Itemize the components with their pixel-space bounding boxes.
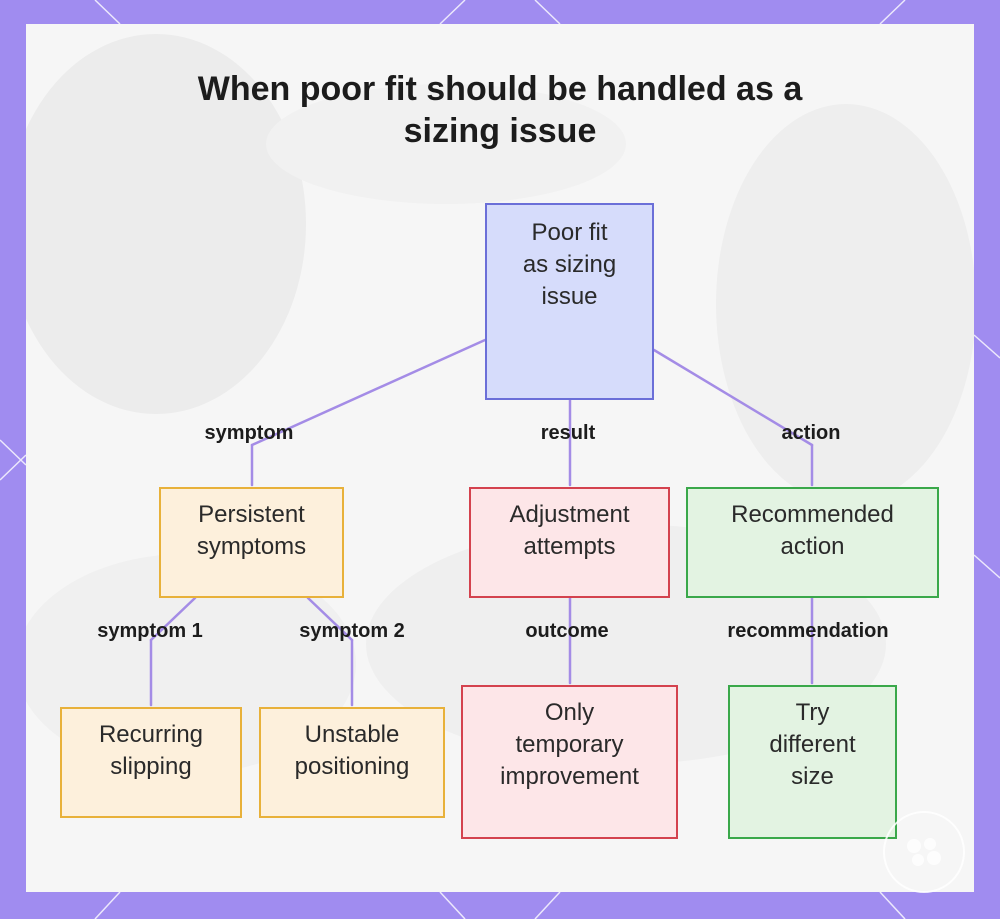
node-text-line: issue [541, 283, 598, 310]
edge-label-recommendation: recommendation [727, 620, 889, 642]
edge-label-action: action [781, 422, 841, 444]
edge-label-symptom: symptom [204, 422, 294, 444]
node-text-line: Recurring [98, 721, 204, 748]
node-text-line: temporary [515, 731, 624, 758]
node-text-line: Unstable [304, 721, 400, 748]
edge-label-outcome: outcome [525, 620, 609, 642]
node-text-line: Recommended [731, 501, 894, 528]
node-text-line: Poor fit [531, 219, 608, 246]
node-text-line: size [791, 763, 834, 790]
node-poor-fit-sizing-issue: Poor fit as sizing issue [485, 203, 654, 400]
edge-label-result: result [540, 422, 596, 444]
edge-persistent-recurring [149, 596, 197, 642]
node-try-different-size: Try different size [728, 685, 897, 839]
node-text-line: different [769, 731, 856, 758]
node-text-line: as sizing [522, 251, 617, 278]
node-only-temporary-improvement: Only temporary improvement [461, 685, 678, 839]
edge-root-recommended [652, 348, 814, 447]
node-text-line: attempts [523, 533, 616, 560]
node-text-line: Adjustment [509, 501, 630, 528]
node-adjustment-attempts: Adjustment attempts [469, 487, 670, 598]
edge-persistent-unstable [306, 596, 354, 642]
edge-root-persistent [250, 338, 487, 447]
title-line-1: When poor fit should be handled as a [197, 70, 803, 108]
node-recommended-action: Recommended action [686, 487, 939, 598]
node-text-line: symptoms [196, 533, 307, 560]
node-recurring-slipping: Recurring slipping [60, 707, 242, 818]
node-text-line: Only [544, 699, 595, 726]
node-text-line: improvement [500, 763, 639, 790]
diagram-title: When poor fit should be handled as a siz… [0, 68, 1000, 152]
edge-label-symptom-1: symptom 1 [97, 620, 203, 642]
node-text-line: Try [795, 699, 830, 726]
node-text-line: Persistent [198, 501, 305, 528]
node-unstable-positioning: Unstable positioning [259, 707, 445, 818]
node-persistent-symptoms: Persistent symptoms [159, 487, 344, 598]
edge-label-symptom-2: symptom 2 [299, 620, 405, 642]
node-text-line: positioning [294, 753, 410, 780]
watermark-logo-icon [883, 811, 965, 893]
title-line-2: sizing issue [403, 112, 597, 150]
node-text-line: action [780, 533, 845, 560]
node-text-line: slipping [110, 753, 192, 780]
